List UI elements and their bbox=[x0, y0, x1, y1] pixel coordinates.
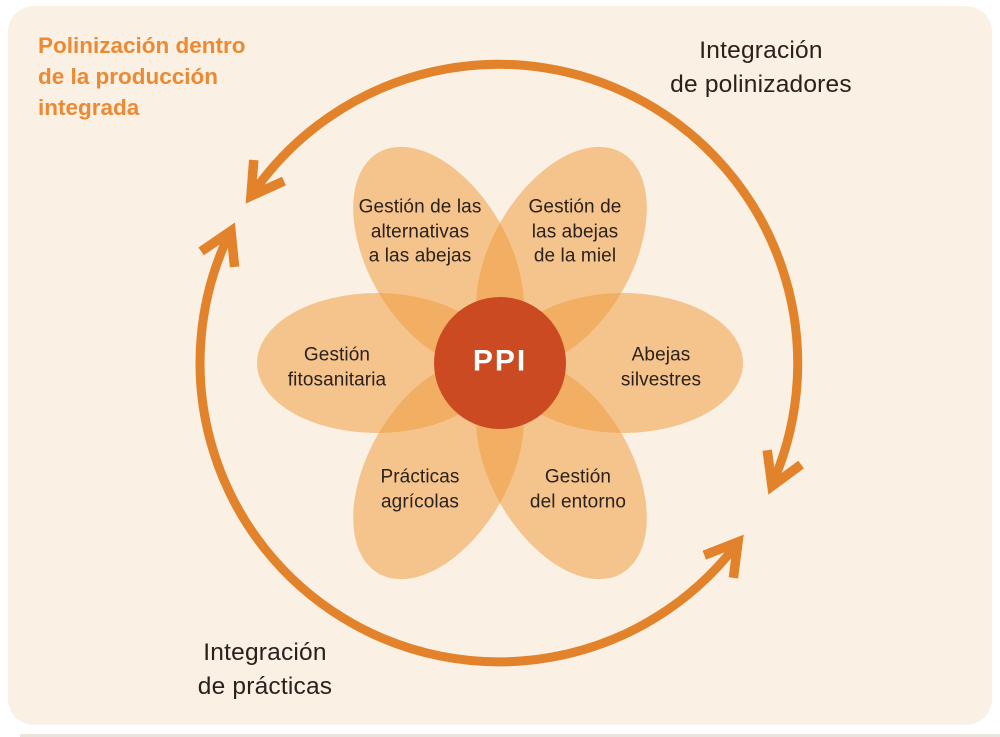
petal-label-wild-bees: Abejas silvestres bbox=[620, 344, 702, 391]
label-pollinator-integration: Integración de polinizadores bbox=[670, 37, 852, 98]
cycle-arc-top-right bbox=[250, 59, 803, 482]
cycle-arrows bbox=[195, 59, 804, 667]
petal-label-agricultural-practices: Prácticas agrícolas bbox=[380, 466, 460, 513]
cycle-arc-bottom-left bbox=[195, 234, 739, 667]
petal-label-honey-bees: Gestión de las abejas de la miel bbox=[528, 196, 622, 267]
arrowhead-right-down-icon bbox=[762, 449, 804, 495]
petal-label-alternatives: Gestión de las alternativas a las abejas bbox=[358, 196, 482, 267]
arrowhead-bottom-right-up-icon bbox=[702, 534, 744, 579]
arrowhead-left-up-icon bbox=[198, 222, 240, 268]
arrowhead-top-left-down-icon bbox=[245, 159, 286, 204]
diagram-title: Polinización dentro de la producción int… bbox=[38, 33, 246, 120]
bottom-divider bbox=[20, 734, 1000, 737]
petal-label-phytosanitary: Gestión fitosanitaria bbox=[287, 344, 387, 391]
ppi-center-circle bbox=[434, 297, 566, 429]
petal-label-environment: Gestión del entorno bbox=[529, 466, 627, 513]
label-practice-integration: Integración de prácticas bbox=[197, 639, 333, 700]
ppi-center-label: PPI bbox=[472, 344, 528, 378]
